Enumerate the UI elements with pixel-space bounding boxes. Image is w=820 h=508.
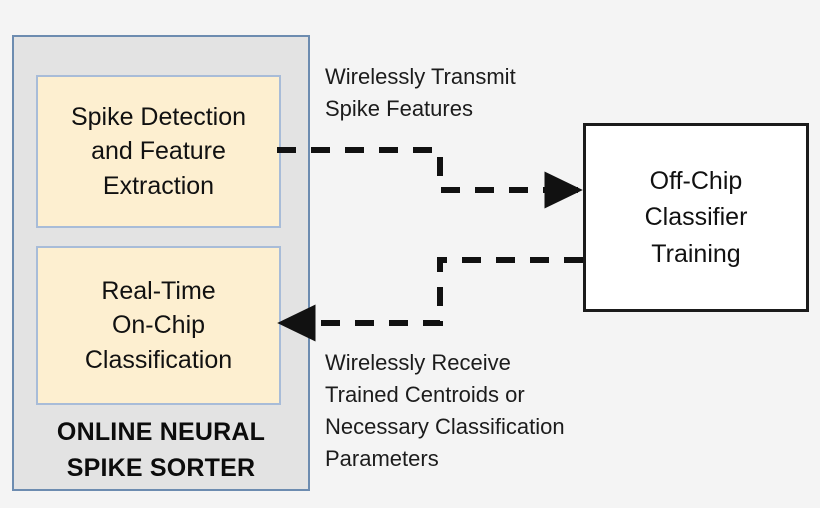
- off-chip-classifier-training-box: Off-Chip Classifier Training: [583, 123, 809, 312]
- spike-detection-line-1: Spike Detection: [70, 102, 247, 131]
- wirelessly-receive-line-2: Trained Centroids or: [325, 381, 525, 407]
- realtime-classification-line-1: Real-Time: [101, 276, 216, 305]
- spike-detection-line-2: and Feature: [91, 137, 226, 166]
- receive-arrow: [277, 257, 583, 342]
- realtime-classification-line-2: On-Chip: [111, 311, 206, 340]
- off-chip-line-1: Off-Chip: [649, 166, 743, 195]
- sorter-caption: ONLINE NEURAL SPIKE SORTER: [14, 415, 308, 486]
- online-neural-spike-sorter-container: Spike Detection and Feature Extraction R…: [12, 35, 310, 491]
- sorter-caption-line-1: ONLINE NEURAL: [56, 418, 266, 446]
- spike-detection-box: Spike Detection and Feature Extraction: [36, 75, 281, 228]
- wirelessly-transmit-label: Wirelessly Transmit Spike Features: [325, 61, 516, 125]
- realtime-classification-box: Real-Time On-Chip Classification: [36, 246, 281, 405]
- wirelessly-transmit-line-2: Spike Features: [325, 95, 473, 121]
- realtime-classification-line-3: Classification: [84, 345, 233, 374]
- spike-detection-line-3: Extraction: [102, 171, 215, 200]
- sorter-caption-line-2: SPIKE SORTER: [66, 453, 256, 482]
- wirelessly-transmit-line-1: Wirelessly Transmit: [325, 64, 516, 89]
- wirelessly-receive-line-1: Wirelessly Receive: [325, 350, 511, 375]
- wirelessly-receive-label: Wirelessly Receive Trained Centroids or …: [325, 347, 565, 475]
- off-chip-line-2: Classifier: [644, 203, 748, 232]
- off-chip-line-3: Training: [651, 239, 741, 268]
- wirelessly-receive-line-3: Necessary Classification: [325, 413, 565, 439]
- transmit-arrow: [277, 147, 583, 209]
- wirelessly-receive-line-4: Parameters: [325, 445, 439, 471]
